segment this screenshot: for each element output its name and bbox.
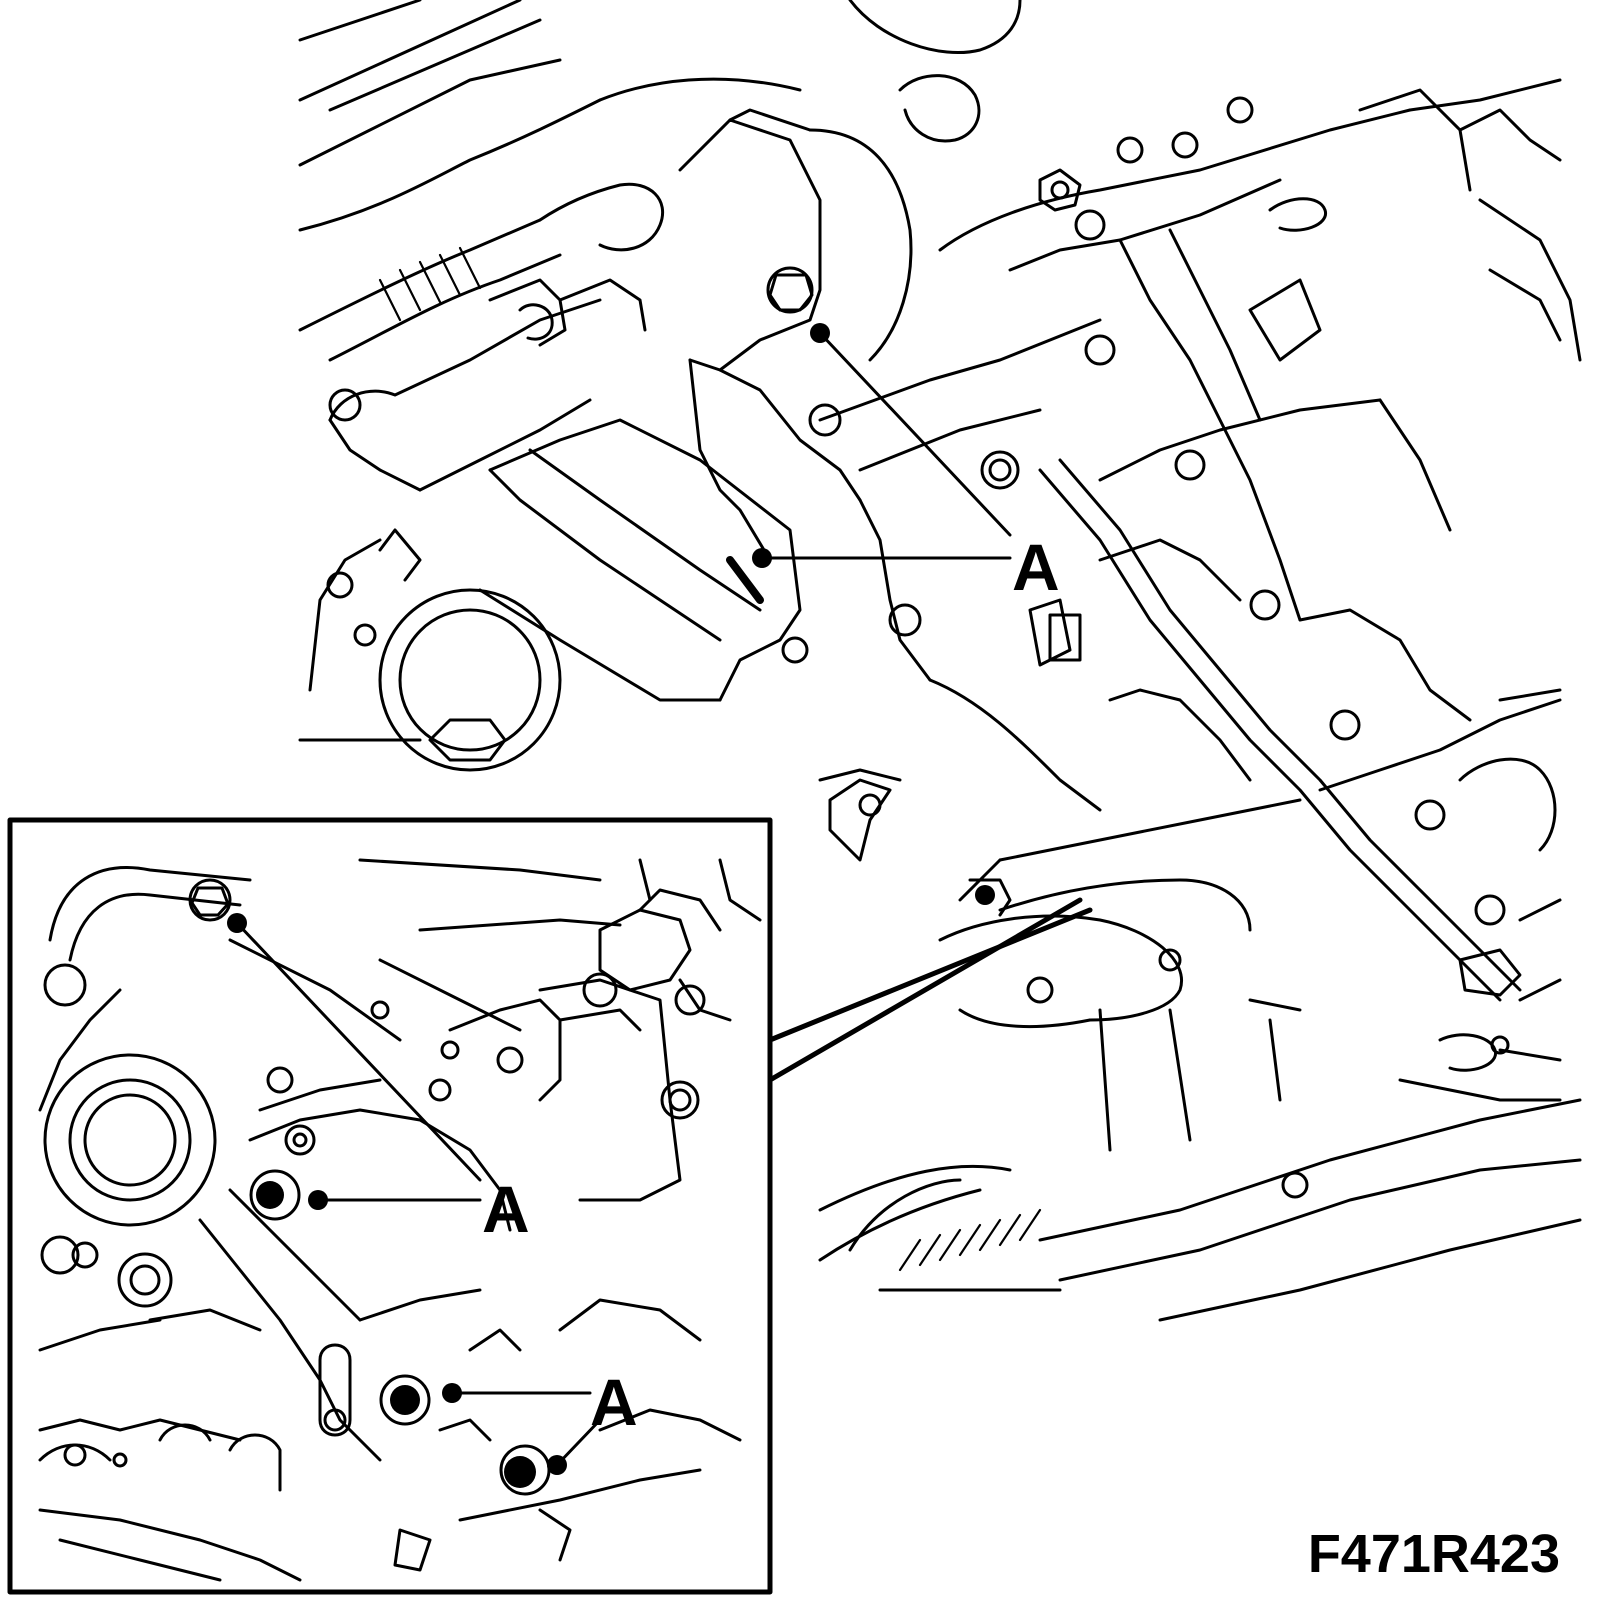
callout-label-main: A [1012, 530, 1060, 604]
callout-label-inset-middle: A [482, 1172, 530, 1246]
figure-code: F471R423 [1308, 1524, 1560, 1584]
main-view-drawing [298, 0, 1582, 1322]
callout-leaders [227, 323, 1012, 1475]
inset-view [7, 817, 1093, 1595]
callout-label-inset-lower: A [590, 1365, 638, 1439]
